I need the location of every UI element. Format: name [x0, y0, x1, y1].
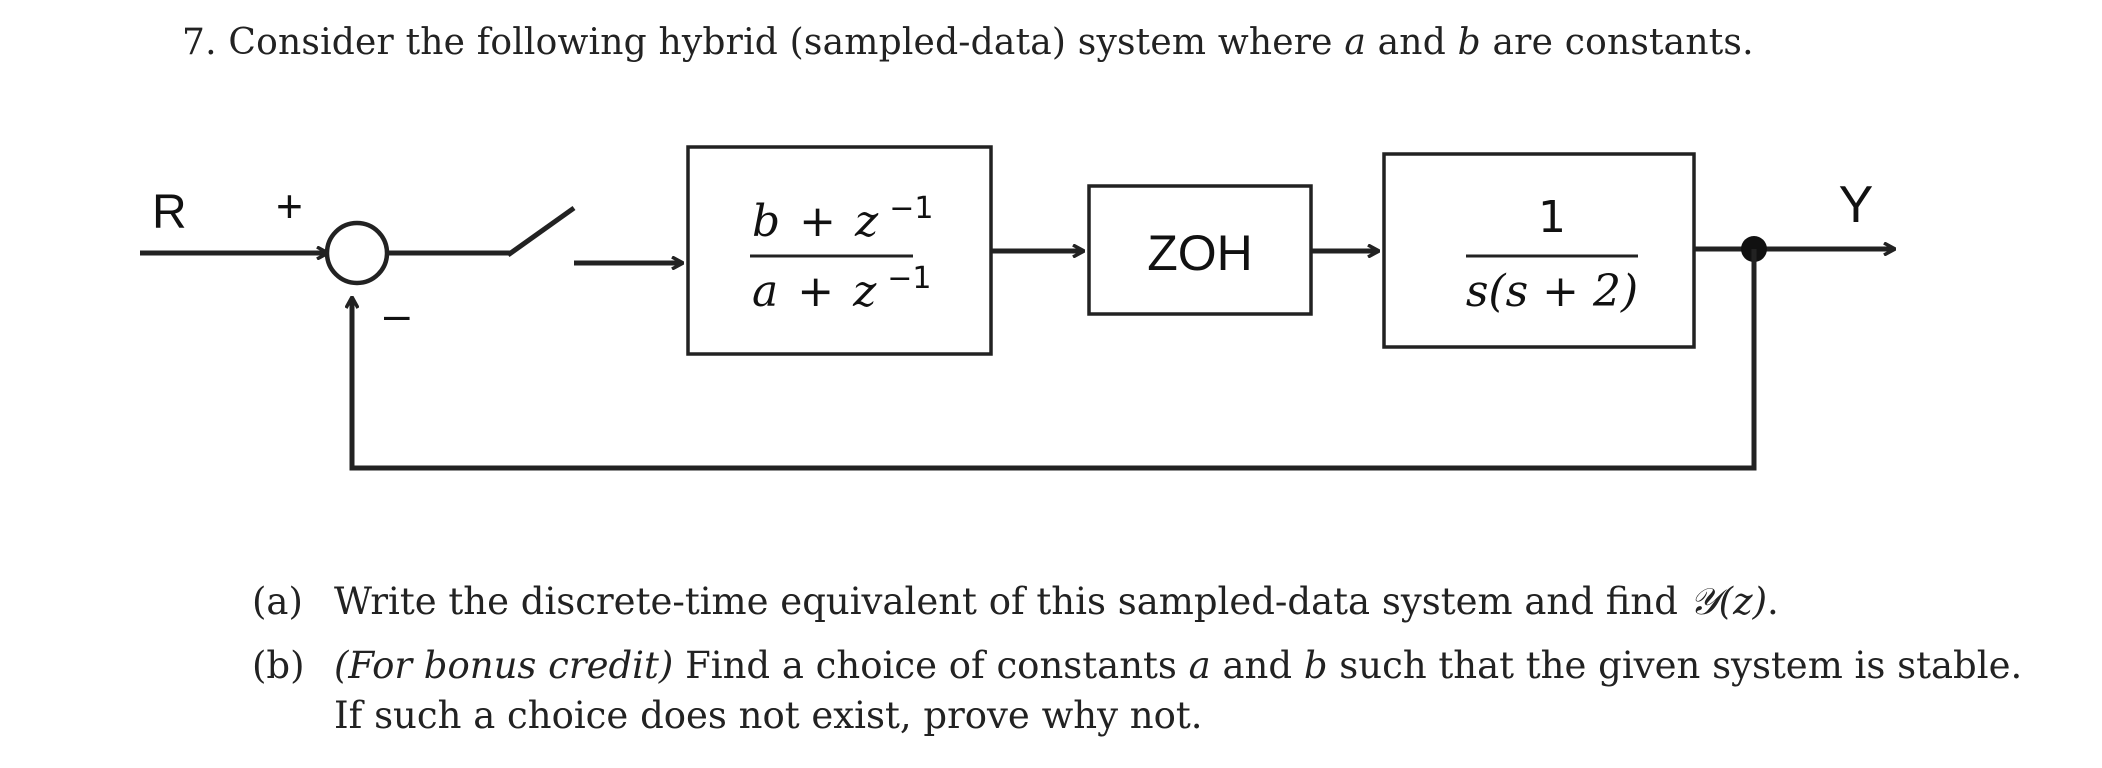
controller-num-var: b: [752, 196, 780, 247]
question-a-math: 𝒴(z): [1689, 580, 1768, 623]
controller-num-exp: −1: [889, 191, 933, 226]
question-a-text: Write the discrete-time equivalent of th…: [334, 580, 1678, 623]
question-b-text-3: such that the given system is stable.: [1339, 644, 2023, 687]
question-a-end: .: [1767, 580, 1779, 623]
controller-numerator: b + z −1: [752, 191, 933, 247]
question-b-var-a: a: [1188, 644, 1211, 687]
controller-num-base: z: [854, 196, 879, 247]
plus-sign: +: [276, 180, 303, 232]
problem-var-a: a: [1344, 22, 1366, 63]
zoh-block: [1087, 184, 1313, 316]
question-b-text-2: and: [1222, 644, 1293, 687]
question-b-var-b: b: [1303, 644, 1328, 687]
question-b-line-2: If such a choice does not exist, prove w…: [334, 694, 1203, 737]
zoh-label: ZOH: [1147, 225, 1253, 281]
controller-den-base: z: [852, 266, 877, 317]
question-b-italic-prefix: (For bonus credit): [334, 644, 674, 687]
question-a-tag: (a): [252, 580, 303, 623]
problem-statement: 7. Consider the following hybrid (sample…: [182, 22, 1754, 63]
controller-den-op: +: [797, 266, 834, 317]
controller-denominator: a + z −1: [752, 261, 932, 317]
question-a: (a) Write the discrete-time equivalent of…: [252, 580, 1779, 624]
question-b: (b) (For bonus credit) Find a choice of c…: [252, 644, 2022, 687]
problem-number: 7.: [182, 22, 217, 63]
feedback-path: [352, 249, 1757, 471]
controller-block: [686, 145, 993, 356]
problem-var-b: b: [1457, 22, 1481, 63]
controller-den-exp: −1: [887, 261, 931, 296]
input-label: R: [152, 186, 187, 239]
question-b-text-1: Find a choice of constants: [685, 644, 1177, 687]
problem-text-2: and: [1377, 22, 1446, 63]
controller-den-var: a: [752, 266, 778, 317]
minus-sign: –: [384, 288, 410, 340]
plant-block: [1382, 152, 1696, 349]
problem-text-3: are constants.: [1492, 22, 1754, 63]
controller-num-op: +: [799, 196, 836, 247]
summing-junction: [324, 220, 390, 286]
output-label: Y: [1839, 176, 1874, 234]
plant-denominator: s(s + 2): [1466, 266, 1638, 317]
sampler-switch: [506, 205, 576, 258]
plant-numerator: 1: [1538, 192, 1566, 243]
problem-text-1: Consider the following hybrid (sampled-d…: [228, 22, 1333, 63]
question-b-tag: (b): [252, 644, 305, 687]
